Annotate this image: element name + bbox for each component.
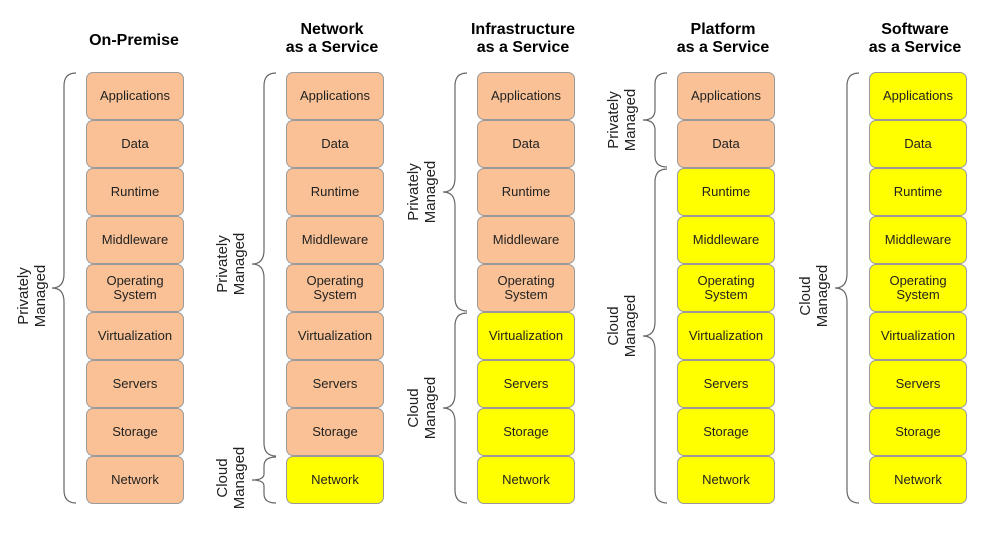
layer-middleware: Middleware	[869, 216, 967, 264]
column-title-paas: Platform as a Service	[676, 21, 770, 56]
layer-servers: Servers	[869, 360, 967, 408]
layer-virtualization: Virtualization	[86, 312, 184, 360]
brace-naas-private	[251, 72, 277, 457]
layer-servers: Servers	[677, 360, 775, 408]
layer-servers: Servers	[86, 360, 184, 408]
brace-iaas-cloud	[442, 312, 468, 504]
brace-saas-cloud	[834, 72, 860, 504]
stack-on-premise: Applications Data Runtime Middleware Ope…	[86, 72, 184, 504]
layer-storage: Storage	[869, 408, 967, 456]
layer-runtime: Runtime	[869, 168, 967, 216]
brace-iaas-private	[442, 72, 468, 312]
group-label-iaas-private: Privately Managed	[405, 160, 439, 224]
layer-storage: Storage	[86, 408, 184, 456]
stack-paas: Applications Data Runtime Middleware Ope…	[677, 72, 775, 504]
stack-naas: Applications Data Runtime Middleware Ope…	[286, 72, 384, 504]
layer-network: Network	[477, 456, 575, 504]
layer-data: Data	[286, 120, 384, 168]
layer-middleware: Middleware	[286, 216, 384, 264]
layer-applications: Applications	[286, 72, 384, 120]
layer-runtime: Runtime	[286, 168, 384, 216]
column-title-saas: Software as a Service	[868, 21, 962, 56]
group-label-saas-cloud: Cloud Managed	[797, 264, 831, 328]
layer-storage: Storage	[286, 408, 384, 456]
group-label-naas-cloud: Cloud Managed	[214, 446, 248, 510]
layer-middleware: Middleware	[86, 216, 184, 264]
stack-saas: Applications Data Runtime Middleware Ope…	[869, 72, 967, 504]
layer-operating-system: Operating System	[677, 264, 775, 312]
layer-servers: Servers	[286, 360, 384, 408]
layer-operating-system: Operating System	[477, 264, 575, 312]
layer-applications: Applications	[477, 72, 575, 120]
column-title-on-premise: On-Premise	[89, 32, 179, 49]
layer-network: Network	[86, 456, 184, 504]
layer-virtualization: Virtualization	[286, 312, 384, 360]
layer-data: Data	[477, 120, 575, 168]
layer-middleware: Middleware	[477, 216, 575, 264]
layer-applications: Applications	[869, 72, 967, 120]
layer-network: Network	[869, 456, 967, 504]
layer-virtualization: Virtualization	[869, 312, 967, 360]
layer-operating-system: Operating System	[869, 264, 967, 312]
layer-data: Data	[677, 120, 775, 168]
layer-applications: Applications	[86, 72, 184, 120]
stack-iaas: Applications Data Runtime Middleware Ope…	[477, 72, 575, 504]
layer-operating-system: Operating System	[286, 264, 384, 312]
layer-network: Network	[677, 456, 775, 504]
layer-virtualization: Virtualization	[677, 312, 775, 360]
layer-network: Network	[286, 456, 384, 504]
brace-paas-cloud	[642, 168, 668, 504]
layer-storage: Storage	[677, 408, 775, 456]
group-label-iaas-cloud: Cloud Managed	[405, 376, 439, 440]
layer-runtime: Runtime	[86, 168, 184, 216]
brace-on-premise-private	[51, 72, 77, 504]
group-label-on-premise-private: Privately Managed	[15, 264, 49, 328]
layer-applications: Applications	[677, 72, 775, 120]
brace-paas-private	[642, 72, 668, 168]
layer-data: Data	[86, 120, 184, 168]
layer-operating-system: Operating System	[86, 264, 184, 312]
column-title-naas: Network as a Service	[285, 21, 379, 56]
group-label-paas-private: Privately Managed	[605, 88, 639, 152]
column-title-iaas: Infrastructure as a Service	[470, 21, 576, 56]
layer-runtime: Runtime	[477, 168, 575, 216]
group-label-naas-private: Privately Managed	[214, 232, 248, 296]
layer-storage: Storage	[477, 408, 575, 456]
layer-servers: Servers	[477, 360, 575, 408]
layer-runtime: Runtime	[677, 168, 775, 216]
brace-naas-cloud	[251, 456, 277, 504]
layer-data: Data	[869, 120, 967, 168]
layer-middleware: Middleware	[677, 216, 775, 264]
group-label-paas-cloud: Cloud Managed	[605, 294, 639, 358]
layer-virtualization: Virtualization	[477, 312, 575, 360]
